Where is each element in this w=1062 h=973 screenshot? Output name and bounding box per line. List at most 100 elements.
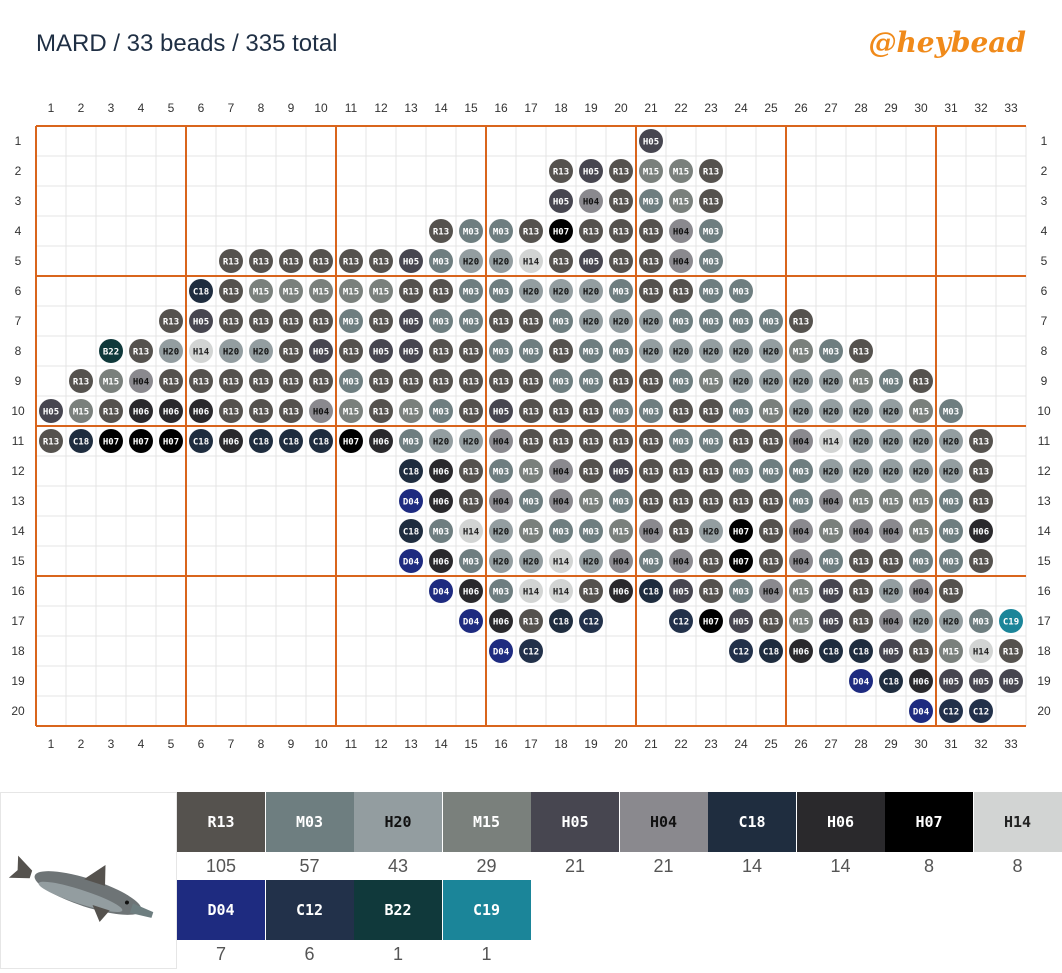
bead: R13 [279, 249, 303, 273]
bead-label: M03 [733, 468, 749, 478]
bead-circle [339, 339, 363, 363]
bead-label: M03 [523, 498, 539, 508]
bead: M03 [729, 399, 753, 423]
bead-label: M03 [493, 588, 509, 598]
bead-circle [609, 489, 633, 513]
col-label-top: 4 [138, 101, 145, 115]
bead-label: R13 [313, 318, 329, 328]
bead-circle [729, 549, 753, 573]
bead-circle [699, 249, 723, 273]
bead-circle [879, 429, 903, 453]
bead: H06 [189, 399, 213, 423]
bead-label: R13 [703, 468, 719, 478]
bead-circle [519, 489, 543, 513]
bead-label: M03 [733, 408, 749, 418]
bead-label: M03 [943, 498, 959, 508]
bead-label: R13 [553, 408, 569, 418]
col-label-bottom: 23 [704, 737, 718, 751]
bead: R13 [699, 549, 723, 573]
swatch-count: 57 [299, 856, 320, 876]
bead-circle [129, 399, 153, 423]
bead-circle [879, 669, 903, 693]
bead-circle [879, 639, 903, 663]
bead-circle [669, 429, 693, 453]
bead: H04 [669, 219, 693, 243]
bead-label: M03 [673, 438, 689, 448]
bead: M15 [789, 579, 813, 603]
bead-circle [849, 609, 873, 633]
bead-label: H20 [493, 528, 509, 538]
bead-circle [579, 459, 603, 483]
col-label-top: 33 [1004, 101, 1018, 115]
bead: R13 [369, 249, 393, 273]
bead-label: H05 [943, 678, 959, 688]
bead-circle [399, 279, 423, 303]
bead: H06 [159, 399, 183, 423]
bead-circle [489, 639, 513, 663]
bead: M03 [339, 309, 363, 333]
row-label-left: 2 [15, 164, 22, 178]
col-label-top: 22 [674, 101, 688, 115]
bead-label: R13 [643, 498, 659, 508]
bead-label: H20 [793, 408, 809, 418]
bead: R13 [639, 249, 663, 273]
bead: R13 [279, 339, 303, 363]
color-swatch: H05 [531, 792, 619, 852]
col-label-top: 1 [48, 101, 55, 115]
bead-label: M15 [673, 168, 689, 178]
bead: R13 [459, 459, 483, 483]
bead-label: M15 [313, 288, 329, 298]
col-label-top: 11 [345, 101, 358, 115]
bead-circle [669, 609, 693, 633]
bead-label: M15 [643, 168, 659, 178]
bead: M15 [519, 519, 543, 543]
bead: R13 [969, 549, 993, 573]
bead-circle [549, 309, 573, 333]
bead-label: M03 [703, 228, 719, 238]
bead-label: H06 [973, 528, 989, 538]
row-label-left: 14 [11, 524, 25, 538]
bead-circle [489, 309, 513, 333]
bead: H07 [549, 219, 573, 243]
bead-circle [249, 429, 273, 453]
bead: H05 [939, 669, 963, 693]
bead: D04 [489, 639, 513, 663]
bead: R13 [669, 459, 693, 483]
bead: M03 [459, 279, 483, 303]
bead: M03 [939, 399, 963, 423]
bead-label: R13 [403, 378, 419, 388]
bead-circle [429, 369, 453, 393]
bead-circle [639, 129, 663, 153]
bead: R13 [399, 279, 423, 303]
bead-circle [429, 549, 453, 573]
bead-circle [669, 369, 693, 393]
bead-label: R13 [73, 378, 89, 388]
bead-label: H05 [613, 468, 629, 478]
bead: R13 [729, 489, 753, 513]
bead-label: R13 [283, 348, 299, 358]
bead: R13 [459, 489, 483, 513]
bead-label: R13 [703, 498, 719, 508]
bead: M03 [789, 489, 813, 513]
bead-circle [579, 429, 603, 453]
bead: R13 [699, 489, 723, 513]
bead: M03 [519, 339, 543, 363]
bead: C12 [519, 639, 543, 663]
bead-circle [729, 579, 753, 603]
bead-label: H20 [883, 468, 899, 478]
bead-circle [909, 519, 933, 543]
col-label-top: 20 [614, 101, 628, 115]
bead-circle [399, 429, 423, 453]
color-swatch: H04 [619, 792, 708, 852]
bead-label: R13 [463, 498, 479, 508]
bead-label: H20 [823, 468, 839, 478]
row-label-left: 1 [15, 134, 22, 148]
bead: R13 [549, 249, 573, 273]
bead-circle [579, 339, 603, 363]
bead-label: M03 [673, 318, 689, 328]
bead-label: R13 [883, 558, 899, 568]
bead: M15 [789, 609, 813, 633]
col-label-top: 24 [734, 101, 748, 115]
bead-circle [609, 279, 633, 303]
bead-circle [339, 279, 363, 303]
